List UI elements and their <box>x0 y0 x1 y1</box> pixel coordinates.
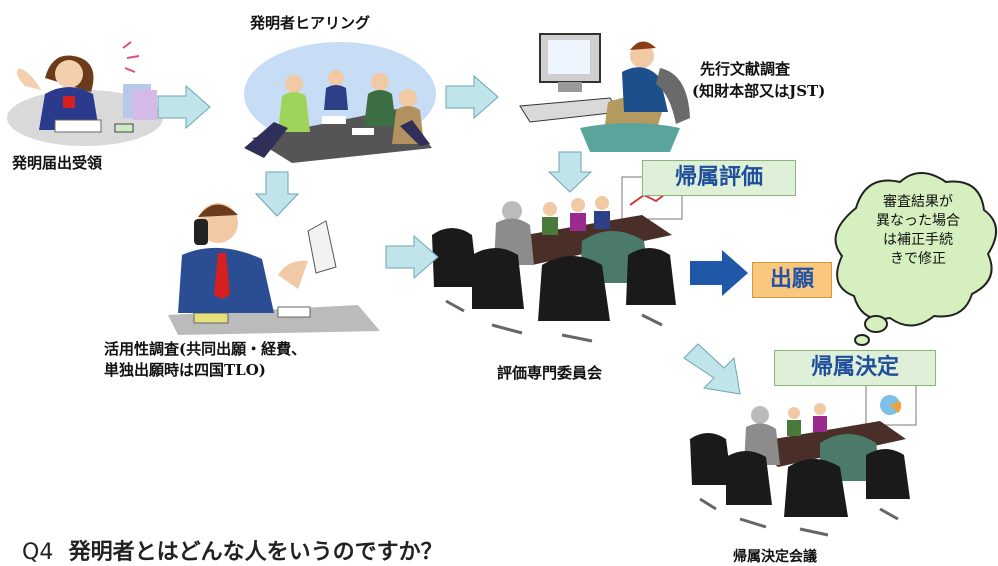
utilization-illustration <box>168 203 380 335</box>
question-heading: Q4 発明者とはどんな人をいうのですか？ <box>22 534 443 566</box>
thought-bubble <box>834 172 997 346</box>
arrow-down-1 <box>254 171 300 217</box>
search-label-line1: 先行文献調査 <box>700 60 791 78</box>
arrow-application <box>690 250 748 296</box>
arrow-right-1 <box>157 84 211 130</box>
arrow-right-2 <box>445 74 499 120</box>
tag-application: 出願 <box>752 262 832 298</box>
bubble-line2: 異なった場合 <box>876 213 960 229</box>
receptionist-illustration <box>7 41 163 146</box>
arrow-right-3 <box>385 234 439 280</box>
decision-meeting-label: 帰属決定会議 <box>733 549 817 565</box>
bubble-line1: 審査結果が <box>883 194 953 210</box>
utilization-label-line1: 活用性調査(共同出願・経費、 <box>104 340 307 358</box>
bubble-line4: きで修正 <box>890 251 946 267</box>
arrow-diagonal <box>683 343 741 395</box>
question-number: Q4 <box>22 540 54 565</box>
committee-label: 評価専門委員会 <box>497 364 603 382</box>
utilization-label-line2: 単独出願時は四国TLO) <box>104 361 266 379</box>
bubble-line3: は補正手続 <box>883 232 953 248</box>
tag-evaluation: 帰属評価 <box>642 160 796 196</box>
decision-meeting-illustration <box>690 384 917 537</box>
arrow-down-2 <box>547 151 593 193</box>
bubble-text: 審査結果が 異なった場合 は補正手続 きで修正 <box>863 193 973 269</box>
question-text: 発明者とはどんな人をいうのですか？ <box>68 540 443 565</box>
hearing-illustration <box>244 42 436 163</box>
search-illustration <box>519 33 690 152</box>
tag-decision: 帰属決定 <box>774 350 936 386</box>
hearing-label: 発明者ヒアリング <box>250 14 371 32</box>
search-label-line2: (知財本部又はJST) <box>692 82 826 100</box>
receipt-label: 発明届出受領 <box>12 154 103 172</box>
committee-illustration <box>432 176 683 343</box>
